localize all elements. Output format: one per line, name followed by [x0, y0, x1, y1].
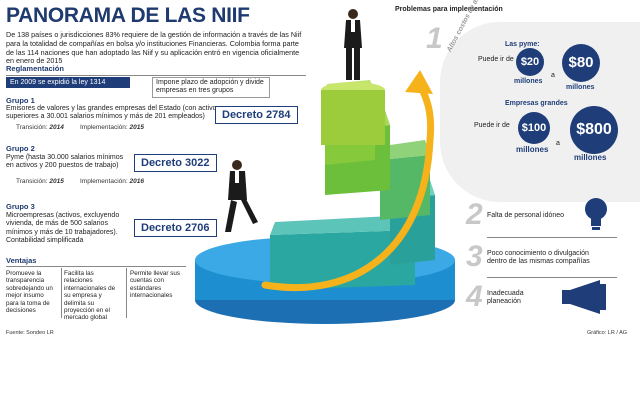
- lightbulb-icon: [585, 198, 607, 230]
- group-2-title: Grupo 2: [6, 144, 35, 153]
- stair-step: [270, 230, 415, 290]
- ventajas-heading: Ventajas: [6, 256, 37, 265]
- big-heading: Empresas grandes: [505, 100, 568, 107]
- problems-heading: Problemas para implementación: [395, 6, 503, 13]
- intro-text: De 138 países o jurisdicciones 83% requi…: [6, 30, 302, 66]
- ley-note: Impone plazo de adopción y divide empres…: [152, 77, 270, 98]
- big-a: a: [556, 140, 560, 147]
- businessman-climbing-icon: [225, 160, 258, 232]
- megaphone-icon: [562, 280, 606, 314]
- ventaja-3: Permite llevar sus cuentas con estándare…: [130, 270, 181, 300]
- divider: [6, 266, 186, 267]
- big-to-circle: $800: [570, 106, 618, 154]
- credit: Gráfico: LR / AG: [587, 330, 628, 336]
- stair-step-top: [380, 140, 430, 160]
- growth-arrow: [261, 81, 435, 292]
- pyme-from-circle: $20: [516, 48, 544, 76]
- pyme-heading: Las pyme:: [505, 41, 540, 48]
- problem-number-3: 3: [466, 240, 483, 273]
- group-3-decree: Decreto 2706: [134, 219, 217, 237]
- big-from-label: Puede ir de: [474, 122, 510, 129]
- big-to-unit: millones: [574, 153, 607, 162]
- reglamentacion-heading: Reglamentación: [6, 64, 64, 73]
- pyme-to-unit: millones: [566, 84, 595, 91]
- group-2-transition: Transición: 2015: [16, 178, 64, 185]
- problem-3-text: Poco conocimiento o divulgación dentro d…: [487, 250, 590, 266]
- top-platform-side: [321, 90, 385, 145]
- problem-4-text: Inadecuada planeación: [487, 290, 524, 306]
- divider: [487, 237, 617, 238]
- divider: [126, 268, 127, 318]
- arrow-head-icon: [405, 70, 433, 94]
- stair-step-top: [270, 215, 415, 235]
- pyme-from-label: Puede ir de: [478, 56, 514, 63]
- ventaja-1: Promueve la transparencia sobredejando u…: [6, 270, 53, 315]
- big-from-circle: $100: [518, 112, 550, 144]
- divider: [487, 277, 617, 278]
- businessman-top-icon: [344, 9, 362, 80]
- group-2-decree: Decreto 3022: [134, 154, 217, 172]
- problem-number-1: 1: [426, 22, 443, 55]
- staircase-illustration: [195, 9, 455, 324]
- divider: [6, 75, 306, 76]
- big-from-unit: millones: [516, 145, 549, 154]
- divider: [61, 268, 62, 318]
- source: Fuente: Sondeo LR: [6, 330, 54, 336]
- group-1-desc: Emisores de valores y las grandes empres…: [6, 105, 220, 121]
- group-2-desc: Pyme (hasta 30.000 salarios mínimos en a…: [6, 154, 124, 170]
- page-title: PANORAMA DE LAS NIIF: [6, 4, 250, 27]
- pyme-to-circle: $80: [562, 44, 600, 82]
- group-3-title: Grupo 3: [6, 202, 35, 211]
- pyme-a: a: [551, 72, 555, 79]
- problem-number-4: 4: [466, 280, 483, 313]
- group-1-implementation: Implementación: 2015: [80, 124, 144, 131]
- group-2-implementation: Implementación: 2016: [80, 178, 144, 185]
- problem-2-text: Falta de personal idóneo: [487, 212, 565, 219]
- pyme-from-unit: millones: [514, 78, 543, 85]
- group-3-desc: Microempresas (activos, excluyendo vivie…: [6, 212, 120, 245]
- ley-badge: En 2009 se expidió la ley 1314: [6, 77, 130, 88]
- group-1-transition: Transición: 2014: [16, 124, 64, 131]
- ventaja-2: Facilita las relaciones internacionales …: [64, 270, 116, 322]
- group-1-decree: Decreto 2784: [215, 106, 298, 124]
- problem-number-2: 2: [466, 198, 483, 231]
- group-1-title: Grupo 1: [6, 96, 35, 105]
